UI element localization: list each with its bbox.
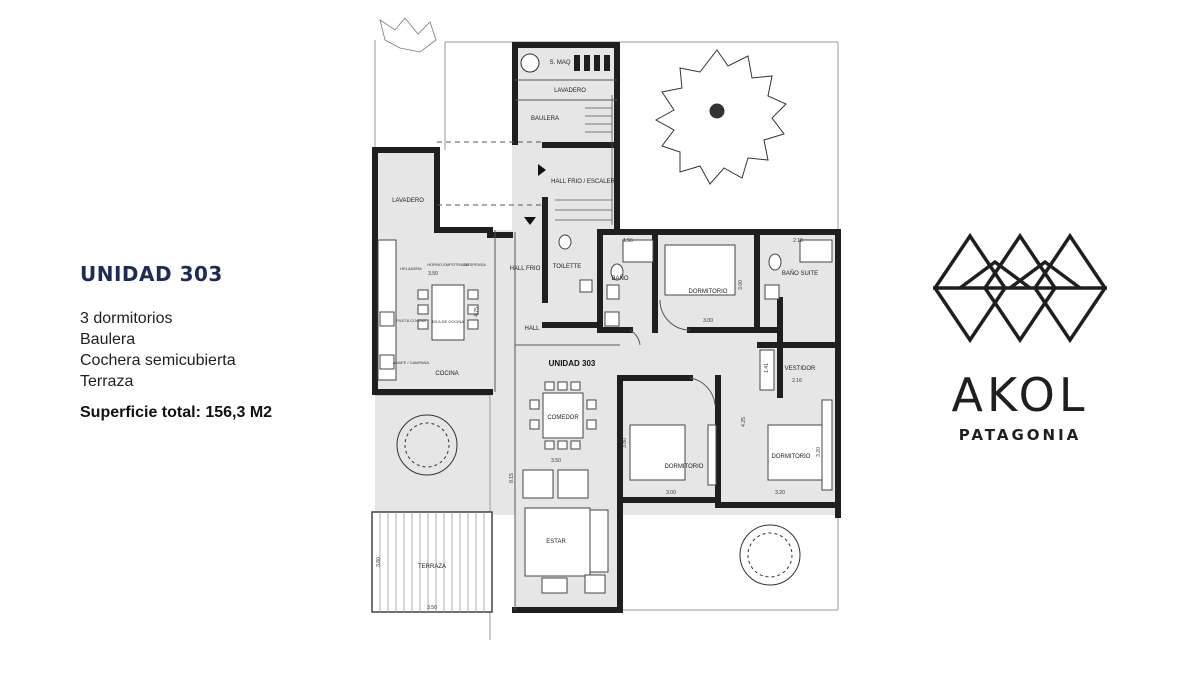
feature-garage: Cochera semicubierta — [80, 352, 236, 369]
site-lines — [374, 40, 839, 640]
dim-815: 8.15 — [509, 473, 515, 483]
room-labels: S. MAQ LAVADERO BAULERA HALL FRIO / ESCA… — [392, 60, 818, 570]
unit-info-panel: UNIDAD 303 3 dormitorios Baulera Cochera… — [80, 262, 360, 422]
floor-service — [512, 45, 617, 230]
dining-table — [529, 381, 597, 450]
label-despensa: DESPENSA — [464, 262, 486, 267]
dim-300-d1w: 3.00 — [703, 318, 713, 324]
dim-320: 3.20 — [775, 490, 785, 496]
label-dormitorio-3: DORMITORIO — [772, 454, 811, 460]
dim-300-d2: 3.00 — [666, 490, 676, 496]
feature-bedrooms: 3 dormitorios — [80, 310, 173, 327]
dim-475: 4.75 — [474, 307, 480, 317]
living-furniture — [522, 469, 609, 594]
dim-320-v: 3.20 — [816, 447, 822, 457]
dimension-labels: 3.50 4.75 1.56 3.00 3.00 2.10 2.16 1.41 … — [376, 238, 822, 611]
large-tree — [654, 49, 787, 185]
kitchen-fixtures — [377, 239, 479, 381]
label-lavadero: LAVADERO — [392, 198, 424, 204]
bathroom-fixtures — [558, 234, 833, 327]
label-toilette: TOILETTE — [553, 264, 582, 270]
label-vestidor: VESTIDOR — [785, 366, 816, 372]
brand-subtitle: PATAGONIA — [958, 426, 1082, 444]
dim-156: 1.56 — [623, 238, 633, 244]
label-dormitorio-1: DORMITORIO — [689, 289, 728, 295]
thin-lines — [437, 79, 716, 610]
label-pileta: PILETA COCINA — [396, 318, 426, 323]
label-bano-suite: BAÑO SUITE — [782, 270, 818, 277]
walls — [372, 42, 841, 613]
label-maq: S. MAQ — [549, 60, 570, 66]
dim-350-terraza: 3.50 — [427, 605, 437, 611]
label-estar: ESTAR — [546, 539, 566, 545]
dim-350-comedor: 3.50 — [551, 458, 561, 464]
label-hall: HALL — [524, 326, 540, 332]
bed-3 — [767, 424, 824, 481]
small-tree-left — [396, 414, 458, 476]
floor-lavadero — [375, 150, 437, 230]
label-hall-frio: HALL FRIO — [510, 266, 541, 272]
appliance-labels: HELADERA HORNO EMPOTRADO DESPENSA ISLA D… — [393, 262, 486, 365]
dim-425: 4.25 — [741, 417, 747, 427]
kitchen-island — [431, 284, 465, 341]
terrace-deck — [371, 511, 493, 613]
machine-room-equipment — [520, 53, 610, 73]
dim-141: 1.41 — [764, 363, 770, 373]
dim-216: 2.16 — [792, 378, 802, 384]
total-surface: Superficie total: 156,3 M2 — [80, 404, 273, 421]
floor-plan: S. MAQ LAVADERO BAULERA HALL FRIO / ESCA… — [371, 17, 841, 640]
dim-210: 2.10 — [793, 238, 803, 244]
label-terraza: TERRAZA — [418, 564, 446, 570]
stairs — [555, 95, 613, 225]
unit-title: UNIDAD 303 — [80, 262, 223, 286]
dim-380-terraza: 3.80 — [376, 557, 382, 567]
label-horno: HORNO EMPOTRADO — [427, 262, 469, 267]
dim-350-cocina: 3.50 — [428, 271, 438, 277]
access-arrows — [524, 164, 546, 225]
label-comedor: COMEDOR — [547, 415, 579, 421]
brand-logo: AKOL PATAGONIA — [925, 228, 1115, 448]
label-heladera: HELADERA — [400, 266, 422, 271]
label-lavadero-top: LAVADERO — [554, 88, 586, 94]
unit-features: 3 dormitorios Baulera Cochera semicubier… — [80, 308, 360, 392]
label-hall-frio-escalera: HALL FRIO / ESCALERA — [551, 179, 619, 185]
label-dormitorio-2: DORMITORIO — [665, 464, 704, 470]
feature-terrace: Terraza — [80, 373, 134, 390]
shrub-top-left — [379, 17, 437, 53]
bed-2 — [629, 424, 686, 481]
brand-emblem-icon — [932, 232, 1108, 344]
small-tree-right — [739, 524, 801, 586]
feature-storage: Baulera — [80, 331, 136, 348]
bedroom-furniture — [629, 244, 833, 491]
label-unit: UNIDAD 303 — [549, 359, 596, 368]
label-isla: ISLA DE COCINA — [432, 319, 464, 324]
dim-380: 3.80 — [622, 438, 628, 448]
label-baulera: BAULERA — [531, 116, 559, 122]
label-anafe: ANAFE / CAMPANA — [393, 360, 429, 365]
dim-300-d1h: 3.00 — [738, 280, 744, 290]
bed-1 — [664, 244, 736, 296]
label-bano: BAÑO — [611, 275, 628, 282]
brand-name: AKOL — [951, 368, 1089, 422]
label-cocina: COCINA — [435, 371, 458, 377]
